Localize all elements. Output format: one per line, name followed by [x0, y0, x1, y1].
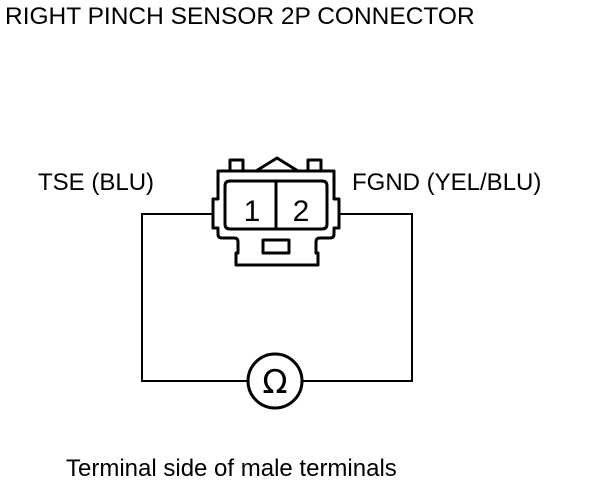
- connector-lock-tab: [254, 156, 300, 173]
- left-wire-label: TSE (BLU): [38, 169, 155, 196]
- connector-2p-icon: [211, 156, 341, 267]
- right-wire-label: FGND (YEL/BLU): [352, 169, 542, 196]
- diagram-caption: Terminal side of male terminals: [66, 455, 397, 482]
- right-wire: [302, 213, 413, 382]
- connector-key: [261, 238, 291, 255]
- pin-2-label: 2: [293, 195, 310, 228]
- test-circuit-wires: [141, 213, 413, 382]
- diagram-title: RIGHT PINCH SENSOR 2P CONNECTOR: [5, 3, 475, 30]
- ohmmeter-icon: Ω: [246, 352, 304, 410]
- left-wire: [141, 213, 248, 382]
- pin-1-label: 1: [244, 195, 261, 228]
- ohm-symbol: Ω: [262, 362, 287, 401]
